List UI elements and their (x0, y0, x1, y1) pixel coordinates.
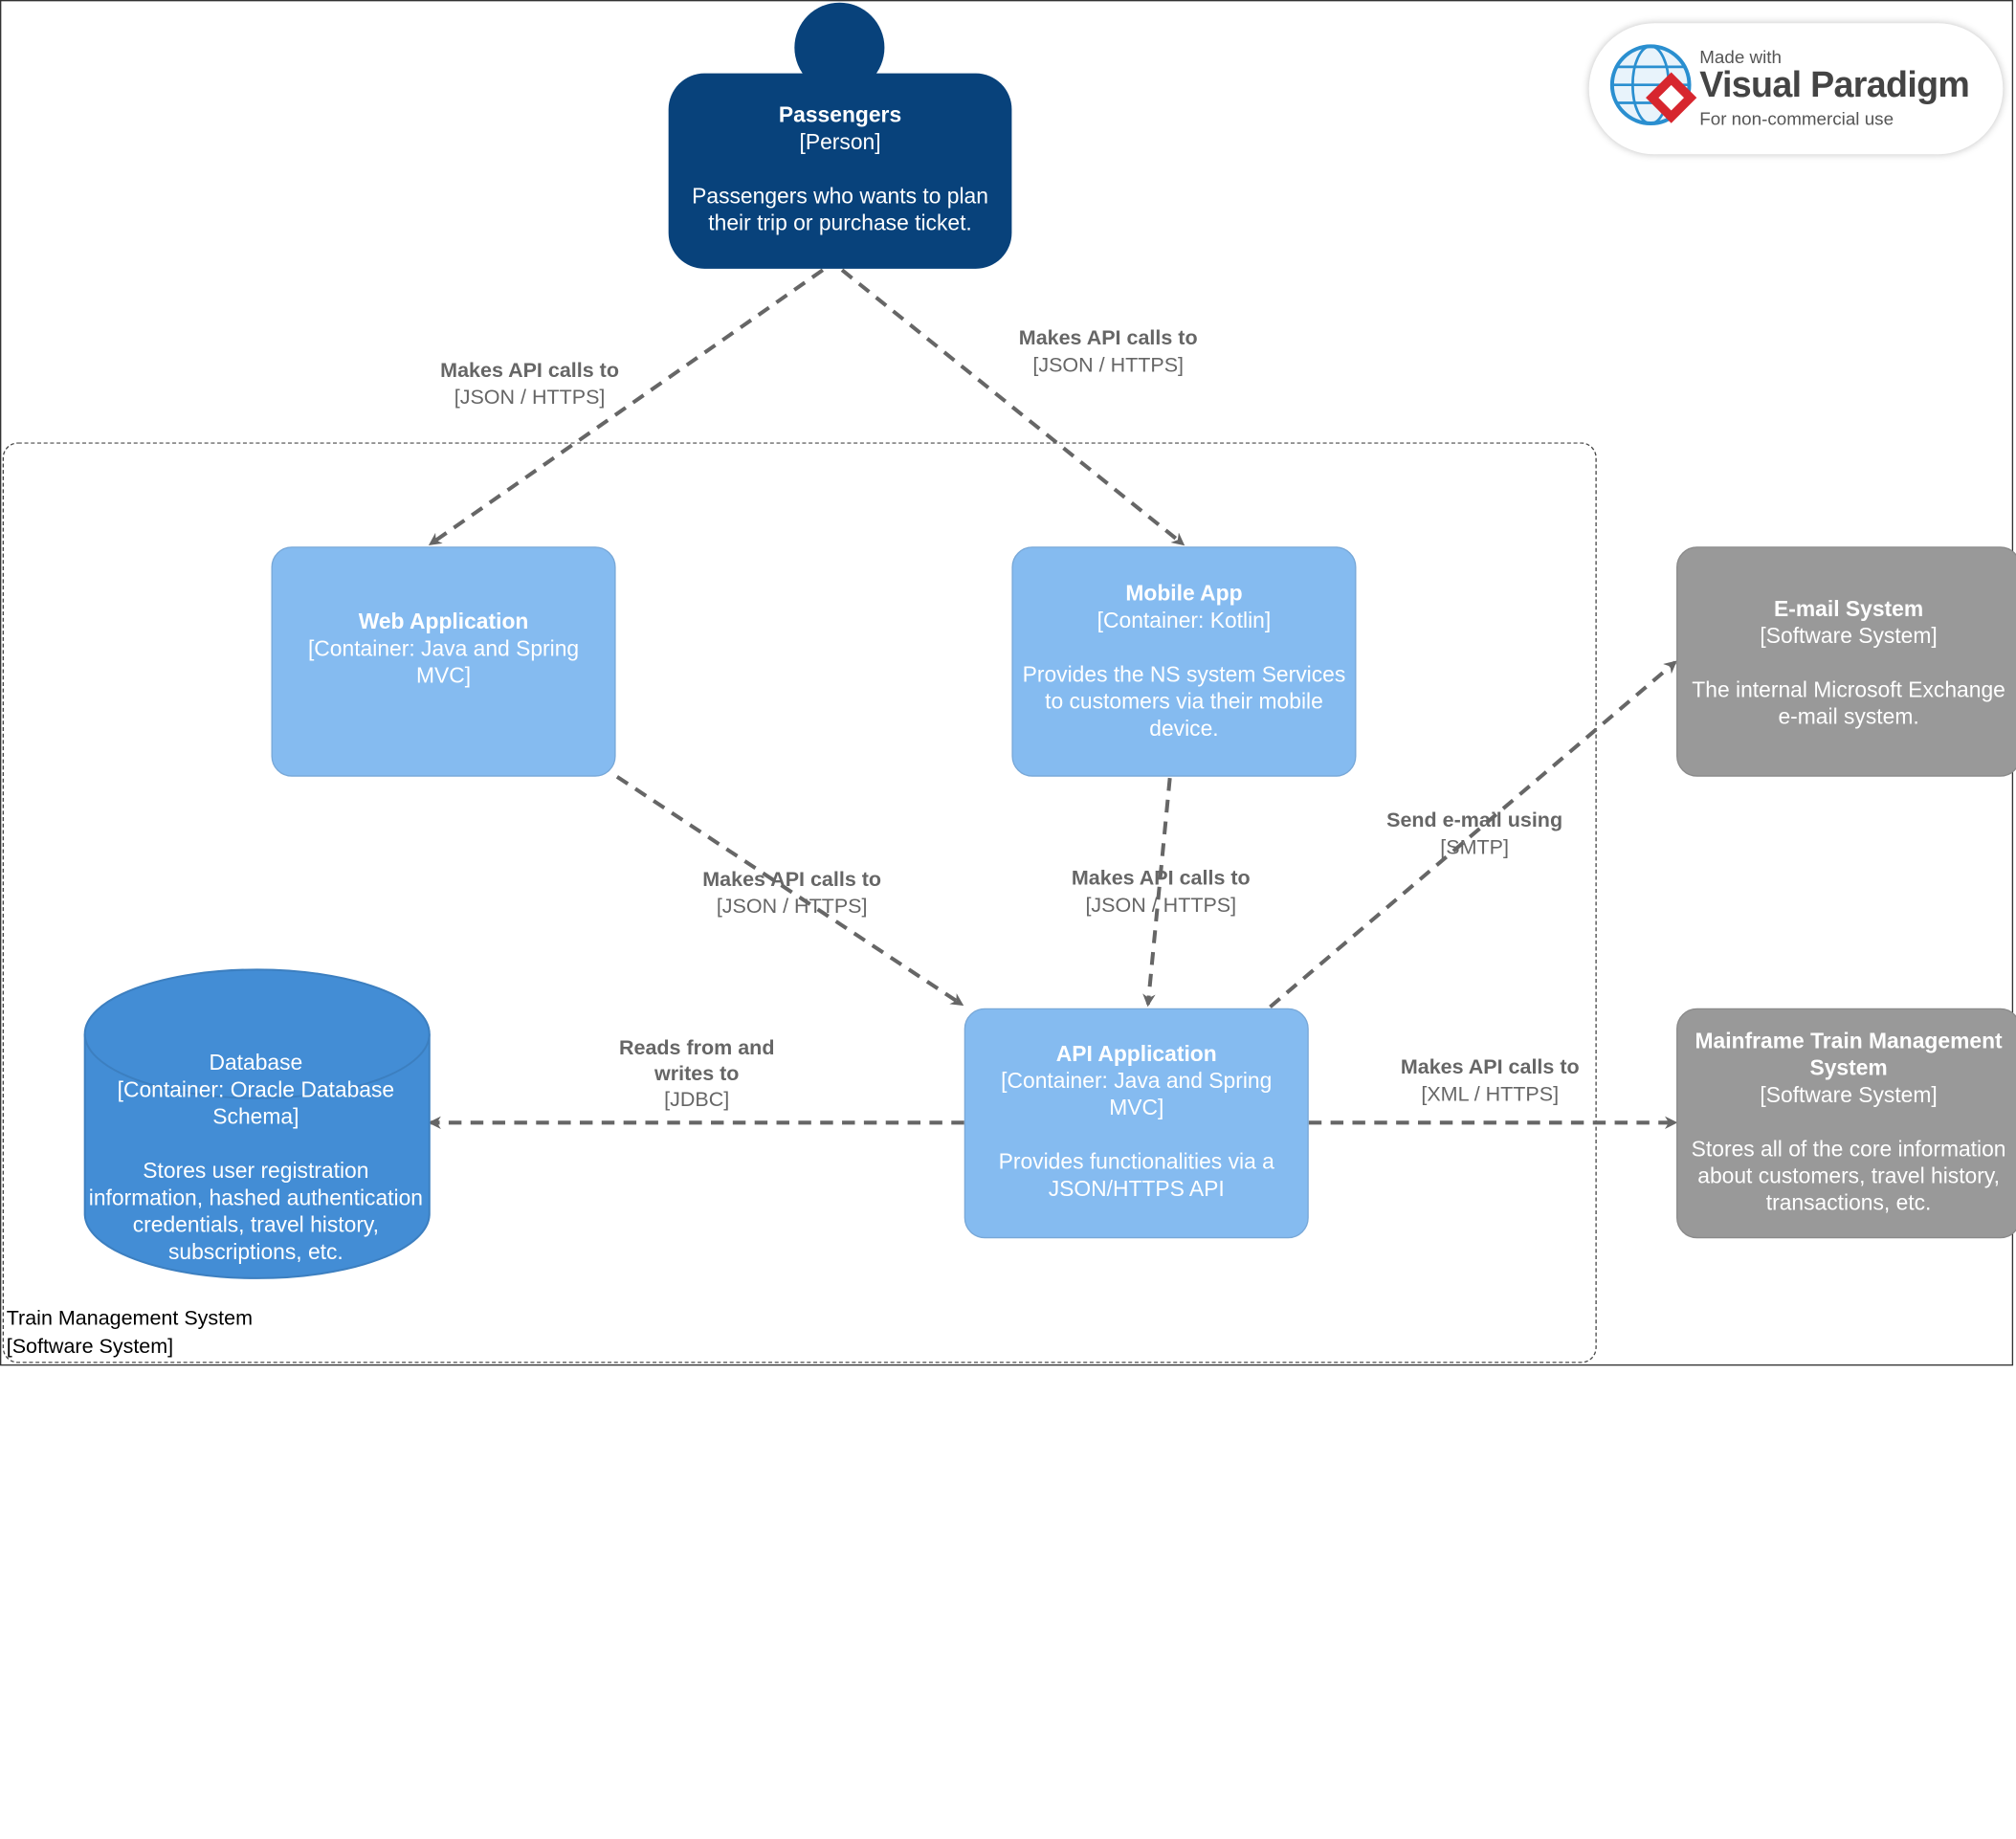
node-type: [Container: Java and Spring MVC] (1001, 1068, 1273, 1120)
globe-logo-icon (1609, 44, 1697, 126)
node-title: Passengers (778, 102, 902, 128)
boundary-type: [Software System] (6, 1336, 174, 1359)
edge-label-api-database: Reads from and writes to [JDBC] (607, 1036, 786, 1114)
node-type: [Software System] (1760, 1082, 1938, 1108)
node-type: [Container: Kotlin] (1097, 608, 1272, 633)
edge-label-text: Makes API calls to (440, 360, 619, 383)
edge-mobile-api (1142, 777, 1172, 1008)
edge-label-text: Makes API calls to (1018, 327, 1198, 350)
database-cylinder-icon[interactable] (82, 967, 432, 1281)
node-type: [Container: Oracle Database Schema] (117, 1077, 395, 1130)
node-title: Mainframe Train Management System (1695, 1029, 2003, 1080)
email-system-node[interactable]: E-mail System [Software System] The inte… (1676, 546, 2016, 777)
edge-label-api-email: Send e-mail using [SMTP] (1372, 808, 1578, 861)
edge-tech-text: [SMTP] (1440, 836, 1509, 859)
edge-tech-text: [JSON / HTTPS] (1032, 354, 1185, 377)
edge-passengers-web (428, 268, 825, 546)
node-description: Passengers who wants to plan their trip … (692, 184, 988, 235)
node-type: [Software System] (1760, 623, 1938, 649)
mobile-app-node[interactable]: Mobile App [Container: Kotlin] Provides … (1011, 546, 1357, 777)
system-boundary (2, 442, 1597, 1363)
database-node: Database [Container: Oracle Database Sch… (85, 1050, 427, 1273)
node-type: [Container: Java and Spring MVC] (307, 636, 580, 689)
edge-label-text: Makes API calls to (702, 869, 882, 892)
node-description: Provides the NS system Services to custo… (1022, 662, 1346, 742)
edge-label-text: Makes API calls to (1071, 868, 1251, 891)
visual-paradigm-logo: Made with Visual Paradigm For non-commer… (1588, 23, 2004, 155)
logo-made-with: Made with (1699, 46, 1782, 67)
web-application-node[interactable]: Web Application [Container: Java and Spr… (271, 546, 616, 777)
edge-tech-text: [JSON / HTTPS] (454, 387, 606, 410)
node-title: E-mail System (1774, 596, 1924, 622)
node-description: Stores all of the core information about… (1691, 1137, 2006, 1216)
passengers-node[interactable]: Passengers [Person] Passengers who wants… (668, 73, 1012, 269)
node-description: The internal Microsoft Exchange e-mail s… (1692, 677, 2005, 730)
node-description: Provides functionalities via a JSON/HTTP… (998, 1149, 1274, 1202)
node-title: Mobile App (1125, 581, 1243, 607)
logo-brand: Visual Paradigm (1699, 64, 1970, 104)
edge-label-passengers-mobile: Makes API calls to [JSON / HTTPS] (1006, 325, 1211, 379)
edge-label-web-api: Makes API calls to [JSON / HTTPS] (689, 867, 895, 920)
edge-label-text: Reads from and writes to (618, 1037, 775, 1086)
connectors (428, 268, 1678, 1130)
edge-tech-text: [XML / HTTPS] (1421, 1083, 1560, 1106)
api-application-node[interactable]: API Application [Container: Java and Spr… (964, 1008, 1309, 1239)
node-description: Stores user registration information, ha… (88, 1158, 423, 1265)
node-type: [Person] (799, 129, 881, 155)
edge-label-text: Makes API calls to (1400, 1056, 1580, 1079)
edge-label-text: Send e-mail using (1386, 809, 1563, 832)
boundary-name: Train Management System (6, 1307, 253, 1330)
node-title: API Application (1055, 1041, 1217, 1067)
node-title: Database (209, 1051, 303, 1075)
mainframe-system-node[interactable]: Mainframe Train Management System [Softw… (1676, 1008, 2016, 1239)
system-boundary-label: Train Management System [Software System… (7, 1305, 253, 1362)
logo-note: For non-commercial use (1699, 107, 1894, 129)
edge-tech-text: [JSON / HTTPS] (1085, 895, 1237, 918)
edge-api-email (1269, 660, 1677, 1008)
edge-web-api (615, 775, 964, 1007)
edge-label-passengers-web: Makes API calls to [JSON / HTTPS] (427, 358, 632, 411)
edge-passengers-mobile (840, 268, 1185, 546)
edge-label-api-mainframe: Makes API calls to [XML / HTTPS] (1387, 1054, 1593, 1108)
edge-label-mobile-api: Makes API calls to [JSON / HTTPS] (1058, 866, 1264, 920)
edge-tech-text: [JDBC] (664, 1089, 730, 1112)
edge-tech-text: [JSON / HTTPS] (716, 896, 868, 919)
node-title: Web Application (358, 609, 529, 634)
